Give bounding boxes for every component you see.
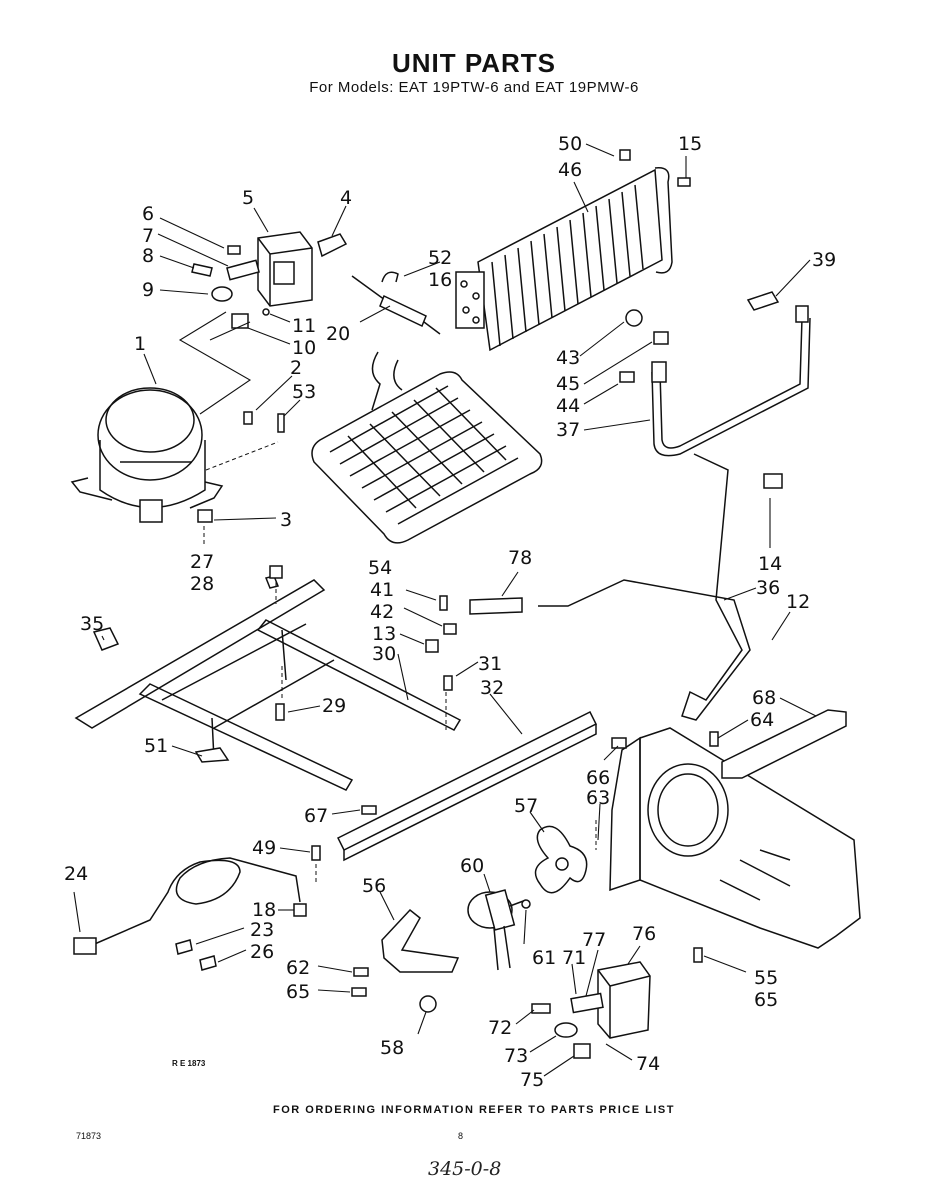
assembly-lines — [178, 311, 597, 884]
callout-3: 3 — [280, 509, 292, 531]
handwritten-note: 345-0-8 — [428, 1158, 502, 1180]
callout-57: 57 — [514, 795, 538, 817]
callout-39: 39 — [812, 249, 836, 271]
callout-58: 58 — [380, 1037, 404, 1059]
callout-68: 68 — [752, 687, 776, 709]
callout-6: 6 — [142, 203, 154, 225]
callout-62: 62 — [286, 957, 310, 979]
compressor-drawing — [70, 387, 224, 523]
shroud-bracket-drawing — [721, 709, 847, 779]
callout-75: 75 — [520, 1069, 544, 1091]
hardware-drawing — [197, 149, 719, 1013]
callout-27: 27 — [190, 551, 214, 573]
leader-lines — [73, 143, 817, 1077]
page-subtitle: For Models: EAT 19PTW-6 and EAT 19PMW-6 — [309, 79, 639, 96]
callout-63: 63 — [586, 787, 610, 809]
evaporator-drawing — [311, 351, 543, 544]
callout-44: 44 — [556, 395, 580, 417]
callout-74: 74 — [636, 1053, 660, 1075]
callout-50: 50 — [558, 133, 582, 155]
callout-15: 15 — [678, 133, 702, 155]
callout-64: 64 — [750, 709, 774, 731]
callout-53: 53 — [292, 381, 316, 403]
callout-29: 29 — [322, 695, 346, 717]
callout-26: 26 — [250, 941, 274, 963]
callout-61: 61 — [532, 947, 556, 969]
callout-49: 49 — [252, 837, 276, 859]
callout-24: 24 — [64, 863, 88, 885]
callout-4: 4 — [340, 187, 352, 209]
callout-9: 9 — [142, 279, 154, 301]
relay-small-parts-drawing — [191, 233, 348, 329]
callout-1: 1 — [134, 333, 146, 355]
callout-13: 13 — [372, 623, 396, 645]
callout-37: 37 — [556, 419, 580, 441]
mounting-rail-drawing — [336, 710, 598, 862]
callout-51: 51 — [144, 735, 168, 757]
callout-16: 16 — [428, 269, 452, 291]
callout-54: 54 — [368, 557, 392, 579]
ordering-note: FOR ORDERING INFORMATION REFER TO PARTS … — [273, 1104, 675, 1116]
document-number: 71873 — [76, 1131, 102, 1141]
callout-35: 35 — [80, 613, 104, 635]
motor-bracket-drawing — [381, 908, 460, 973]
callout-20: 20 — [326, 323, 350, 345]
page-number: 8 — [458, 1131, 464, 1141]
callout-52: 52 — [428, 247, 452, 269]
callout-66: 66 — [586, 767, 610, 789]
callout-31: 31 — [478, 653, 502, 675]
callout-30: 30 — [372, 643, 396, 665]
callout-67: 67 — [304, 805, 328, 827]
power-cord-drawing — [73, 857, 301, 971]
fan-blade-drawing — [534, 825, 588, 894]
callout-23: 23 — [250, 919, 274, 941]
suction-tube-drawing — [651, 291, 811, 457]
callout-11: 11 — [292, 315, 316, 337]
clip-drawing — [763, 473, 783, 489]
callout-7: 7 — [142, 225, 154, 247]
callout-42: 42 — [370, 601, 394, 623]
callout-56: 56 — [362, 875, 386, 897]
callout-46: 46 — [558, 159, 582, 181]
callout-14: 14 — [758, 553, 782, 575]
callout-45: 45 — [556, 373, 580, 395]
callout-8: 8 — [142, 245, 154, 267]
callout-72: 72 — [488, 1017, 512, 1039]
drawing-code: R E 1873 — [172, 1059, 206, 1068]
callout-41: 41 — [370, 579, 394, 601]
callout-77: 77 — [582, 929, 606, 951]
callout-12: 12 — [786, 591, 810, 613]
condenser-drawing — [455, 167, 673, 352]
callout-32: 32 — [480, 677, 504, 699]
callout-36: 36 — [756, 577, 780, 599]
fan-motor-drawing — [467, 889, 527, 971]
callout-71: 71 — [562, 947, 586, 969]
callout-78: 78 — [508, 547, 532, 569]
page-title: UNIT PARTS — [391, 48, 557, 78]
callout-28: 28 — [190, 573, 214, 595]
lower-relay-box-drawing — [531, 961, 651, 1059]
capillary-tube-drawing — [469, 453, 751, 721]
callout-60: 60 — [460, 855, 484, 877]
base-frame-drawing — [74, 575, 462, 791]
callout-43: 43 — [556, 347, 580, 369]
callout-65-lower: 65 — [754, 989, 778, 1011]
callout-73: 73 — [504, 1045, 528, 1067]
callout-76: 76 — [632, 923, 656, 945]
callout-10: 10 — [292, 337, 316, 359]
callout-labels: 50 15 46 5 4 6 7 8 9 11 10 1 2 53 3 52 1… — [64, 133, 836, 1091]
callout-18: 18 — [252, 899, 276, 921]
drier-drawing — [351, 271, 441, 335]
callout-2: 2 — [290, 357, 302, 379]
callout-65-upper: 65 — [286, 981, 310, 1003]
callout-55: 55 — [754, 967, 778, 989]
relay-box-drawing — [257, 231, 313, 307]
callout-5: 5 — [242, 187, 254, 209]
